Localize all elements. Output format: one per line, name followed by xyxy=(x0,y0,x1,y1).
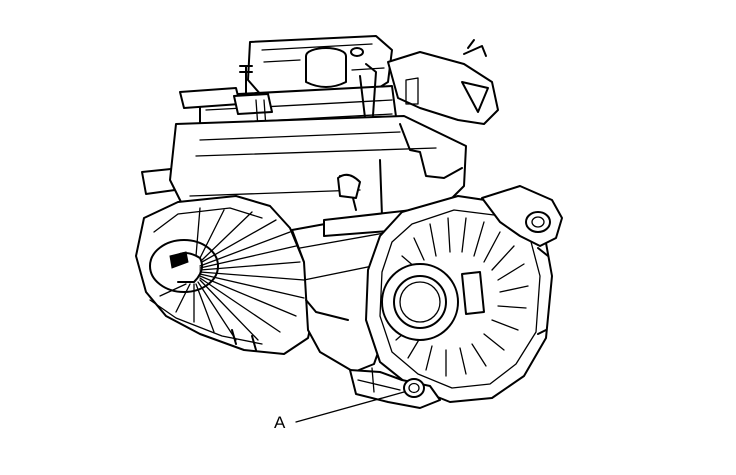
bellhousing xyxy=(365,195,553,403)
upper-right-boss xyxy=(387,39,499,125)
callout-leader-line xyxy=(295,391,405,423)
cover-ribs xyxy=(159,207,305,341)
end-cover xyxy=(135,195,317,355)
callout-label-a: A xyxy=(274,413,286,432)
drain-plug-icon xyxy=(403,378,425,398)
mounting-ear xyxy=(481,185,563,247)
lower-flange xyxy=(349,367,441,409)
